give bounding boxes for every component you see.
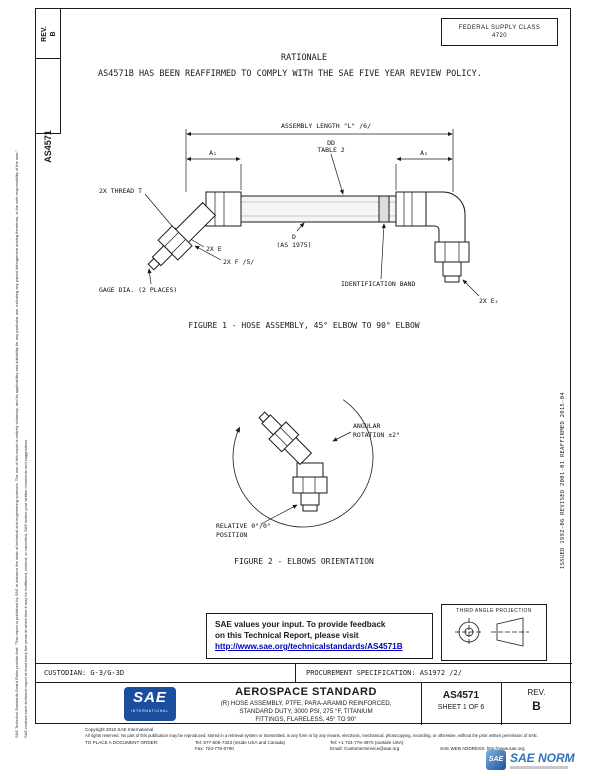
label-e2: 2X E₂	[479, 297, 499, 305]
label-d: D	[292, 233, 296, 241]
saenorm-tagline-bar	[510, 765, 568, 769]
rev-cell: REV. B	[501, 683, 572, 713]
issued-revised-note: ISSUED 1992-06 REVISED 2001-01 REAFFIRME…	[560, 392, 566, 569]
label-relative-position-1: RELATIVE 0°/0°	[216, 522, 271, 530]
rationale-title: RATIONALE	[280, 53, 328, 63]
custodian-cell: CUSTODIAN: G-3/G-3D	[36, 664, 296, 682]
sae-logo: SAE INTERNATIONAL	[124, 687, 176, 721]
standard-description-line3: FITTINGS, FLARELESS, 45° TO 90°	[255, 716, 357, 723]
label-e: 2X E	[206, 245, 222, 253]
label-a1: A₁	[209, 149, 217, 157]
feedback-line2: on this Technical Report, please visit	[215, 631, 359, 640]
feedback-line1: SAE values your input. To provide feedba…	[215, 620, 386, 629]
sae-logo-subtext: INTERNATIONAL	[130, 709, 170, 713]
rationale-body: AS4571B HAS BEEN REAFFIRMED TO COMPLY WI…	[98, 69, 482, 79]
label-angular-rotation-1: ANGULAR	[353, 422, 380, 430]
feedback-link[interactable]: http://www.sae.org/technicalstandards/AS…	[215, 642, 403, 651]
info-row: CUSTODIAN: G-3/G-3D PROCUREMENT SPECIFIC…	[36, 663, 572, 683]
label-assembly-length: ASSEMBLY LENGTH "L" /6/	[281, 122, 371, 130]
fsc-value: 4720	[492, 33, 507, 39]
figure1-hose-assembly-drawing: ASSEMBLY LENGTH "L" /6/ DD TABLE 2 A₁ A₂…	[99, 122, 499, 305]
third-angle-projection-box: THIRD ANGLE PROJECTION	[441, 604, 547, 661]
title-block-divider-2	[501, 683, 502, 725]
sheet-frame: REV. B AS4571 FEDERAL SUPPLY CLASS 4720 …	[35, 8, 572, 725]
third-angle-projection-symbol	[455, 617, 529, 647]
tel-inside: Tel: 877-606-7323 (inside USA and Canada…	[195, 740, 286, 745]
label-dd-table: TABLE 2	[317, 146, 344, 154]
corner-doc-number: AS4571	[43, 130, 53, 163]
corner-doc-number-box: AS4571	[36, 59, 61, 163]
doc-number-cell: AS4571 SHEET 1 OF 6	[421, 683, 501, 711]
sae-logo-text: SAE	[133, 689, 167, 706]
feedback-box: SAE values your input. To provide feedba…	[206, 613, 433, 659]
title-block: SAE INTERNATIONAL AEROSPACE STANDARD (R)…	[36, 683, 572, 725]
label-identification-band: IDENTIFICATION BAND	[341, 280, 415, 288]
label-a2: A₂	[420, 149, 428, 157]
corner-rev-label: REV.	[41, 26, 48, 42]
saenorm-name: SAE NORM	[510, 750, 575, 765]
label-f: 2X F /5/	[223, 258, 254, 266]
saenorm-logo-icon: SAE	[486, 750, 506, 770]
projection-title: THIRD ANGLE PROJECTION	[456, 608, 532, 614]
email-line: Email: CustomerService@sae.org	[330, 746, 400, 751]
standard-description-line1: (R) HOSE ASSEMBLY, PTFE, PARA-ARAMID REI…	[220, 700, 392, 707]
saenorm-watermark: SAE SAE NORM	[486, 750, 575, 770]
margin-note-1: SAE Technical Standards Board Rules prov…	[14, 149, 19, 738]
copyright-line: Copyright 2015 SAE International	[85, 727, 154, 732]
procurement-cell: PROCUREMENT SPECIFICATION: AS1972 /2/	[306, 669, 462, 677]
sheet-number: SHEET 1 OF 6	[437, 704, 485, 711]
figure2-elbow-orientation-drawing: ANGULAR ROTATION ±2° RELATIVE 0°/0° POSI…	[216, 399, 400, 539]
fax-line: Fax: 724-776-0790	[195, 746, 234, 751]
label-angular-rotation-2: ROTATION ±2°	[353, 431, 400, 439]
order-label: TO PLACE A DOCUMENT ORDER:	[85, 740, 159, 745]
figure1-caption: FIGURE 1 - HOSE ASSEMBLY, 45° ELBOW TO 9…	[188, 321, 420, 330]
label-thread-t: 2X THREAD T	[99, 187, 142, 195]
doc-number: AS4571	[442, 690, 480, 701]
footer-copyright-block: Copyright 2015 SAE International All rig…	[85, 727, 575, 757]
title-block-divider-1	[421, 683, 422, 725]
standard-type-title: AEROSPACE STANDARD	[235, 686, 377, 698]
rights-line: All rights reserved. No part of this pub…	[85, 733, 538, 738]
label-dd: DD	[327, 139, 335, 147]
corner-rev-box: REV. B	[36, 9, 61, 59]
label-gage-dia: GAGE DIA. (2 PLACES)	[99, 286, 177, 294]
standard-description-line2: STANDARD DUTY, 3000 PSI, 275 °F, TITANIU…	[239, 708, 373, 715]
corner-rev-value: B	[50, 31, 57, 37]
rev-label: REV.	[527, 688, 546, 697]
tel-outside: Tel: +1 724-776-4970 (outside USA)	[330, 740, 404, 745]
web-address-line: SAE WEB ADDRESS: http://www.sae.org	[440, 746, 525, 751]
figure2-caption: FIGURE 2 - ELBOWS ORIENTATION	[234, 557, 374, 566]
rev-value: B	[532, 699, 541, 713]
label-relative-position-2: POSITION	[216, 531, 247, 539]
fsc-label: FEDERAL SUPPLY CLASS	[458, 25, 541, 31]
federal-supply-class-box: FEDERAL SUPPLY CLASS 4720	[441, 18, 558, 46]
margin-note-2: SAE reviews each technical report at lea…	[23, 438, 28, 738]
left-margin-notes: SAE Technical Standards Board Rules prov…	[12, 62, 30, 738]
label-d-std: (AS 1975)	[276, 241, 311, 249]
